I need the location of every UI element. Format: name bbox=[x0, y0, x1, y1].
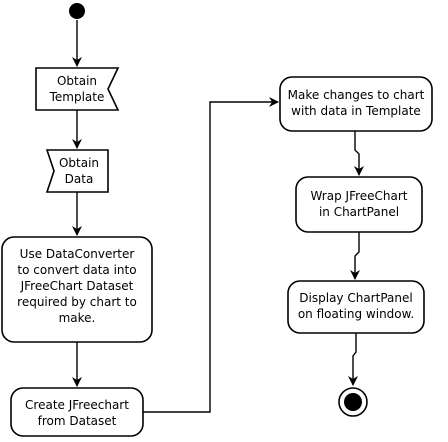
node-text-line: make. bbox=[59, 311, 96, 325]
edge-make-changes-to-wrap-jfreechart bbox=[354, 131, 364, 176]
node-text-line: from Dataset bbox=[38, 414, 117, 428]
node-wrap-jfreechart: Wrap JFreeChart in ChartPanel bbox=[295, 176, 423, 233]
edge-display-chartpanel-to-final bbox=[348, 333, 358, 386]
use-dataconverter-box bbox=[1, 236, 153, 343]
final-node bbox=[338, 387, 368, 417]
edge-wrap-jfreechart-to-display-chartpanel bbox=[350, 232, 360, 280]
node-text-line: Create JFreechart bbox=[25, 398, 129, 412]
node-make-changes: Make changes to chart with data in Templ… bbox=[279, 76, 433, 132]
node-text-line: Obtain bbox=[57, 74, 97, 88]
edge-create-jfreechart-to-make-changes bbox=[143, 97, 279, 413]
node-create-jfreechart: Create JFreechart from Dataset bbox=[10, 387, 144, 437]
node-text-line: with data in Template bbox=[291, 104, 421, 118]
node-text-line: Wrap JFreeChart bbox=[310, 189, 407, 203]
edges bbox=[72, 20, 364, 413]
node-text-line: on floating window. bbox=[298, 307, 414, 321]
node-text-line: Template bbox=[49, 90, 105, 104]
final-node-dot bbox=[344, 393, 362, 411]
obtain-template-shape bbox=[35, 67, 120, 111]
obtain-data-shape bbox=[45, 149, 109, 193]
node-display-chartpanel: Display ChartPanel on floating window. bbox=[287, 280, 425, 334]
display-chartpanel-box bbox=[287, 280, 425, 334]
node-text-line: Use DataConverter bbox=[20, 247, 135, 261]
make-changes-box bbox=[279, 76, 433, 132]
node-text-line: to convert data into bbox=[17, 263, 136, 277]
node-text-line: JFreeChart Dataset bbox=[20, 279, 134, 293]
wrap-jfreechart-box bbox=[295, 176, 423, 233]
initial-node bbox=[69, 3, 85, 19]
node-text-line: required by chart to bbox=[17, 295, 137, 309]
node-text-line: Make changes to chart bbox=[288, 88, 425, 102]
node-obtain-data: Obtain Data bbox=[45, 149, 109, 193]
node-obtain-template: Obtain Template bbox=[35, 67, 120, 111]
create-jfreechart-box bbox=[10, 387, 144, 437]
node-text-line: Obtain bbox=[59, 156, 99, 170]
node-text-line: Display ChartPanel bbox=[299, 291, 412, 305]
node-text-line: Data bbox=[65, 172, 94, 186]
node-use-dataconverter: Use DataConverter to convert data into J… bbox=[1, 236, 153, 343]
node-text-line: in ChartPanel bbox=[319, 205, 399, 219]
